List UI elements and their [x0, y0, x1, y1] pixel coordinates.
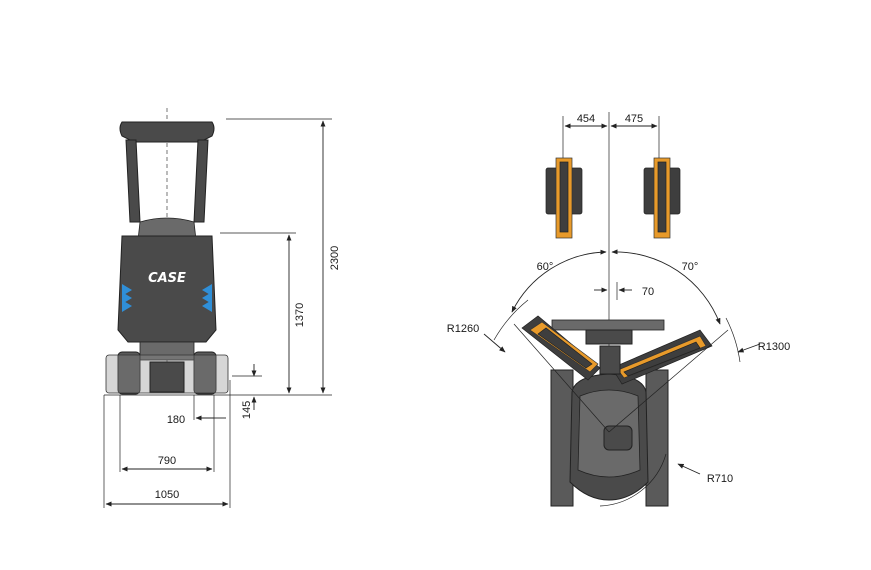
arm-offset-left [545, 157, 583, 239]
track-right [193, 351, 217, 395]
dim-center-offset: 70 [642, 286, 654, 298]
arc-left-swing [511, 249, 607, 313]
canopy-post-left [125, 139, 141, 223]
stripes-right [202, 284, 212, 312]
arc-right-swing [611, 249, 721, 325]
top-blade [551, 319, 665, 331]
dim-height-cab: 1370 [294, 303, 306, 327]
main-body [117, 235, 217, 343]
boom-base [599, 345, 621, 375]
case-logo: CASE [148, 271, 186, 286]
top-seat-cushion [603, 425, 633, 451]
dim-angle-right: 70° [682, 261, 699, 273]
track-left [117, 351, 141, 395]
boom-swung-right [611, 329, 713, 385]
front-view: CASE 2300 [103, 108, 341, 508]
canopy-post-right [193, 139, 209, 223]
top-view: 454 475 60° 70° 70 [447, 112, 790, 507]
top-track-left [550, 369, 574, 507]
top-blade-mount [585, 329, 633, 345]
dim-track-gauge: 790 [158, 455, 176, 467]
undercarriage-center [139, 341, 195, 361]
dim-offset-left: 454 [577, 113, 595, 125]
dim-angle-left: 60° [537, 261, 554, 273]
dim-radius-right: R1300 [758, 341, 790, 353]
blade-cylinder [149, 361, 185, 393]
dim-ground-clearance: 145 [241, 401, 253, 419]
arm-offset-right [643, 157, 681, 239]
dim-height-total: 2300 [329, 246, 341, 270]
dim-radius-rear: R710 [707, 473, 733, 485]
dim-offset-right: 475 [625, 113, 643, 125]
dim-blade-offset: 180 [167, 414, 185, 426]
canopy-roof [119, 121, 215, 143]
dim-radius-left: R1260 [447, 323, 479, 335]
boom-swung-left [521, 315, 601, 381]
stripes-left [122, 284, 132, 312]
dim-overall-width: 1050 [155, 489, 179, 501]
